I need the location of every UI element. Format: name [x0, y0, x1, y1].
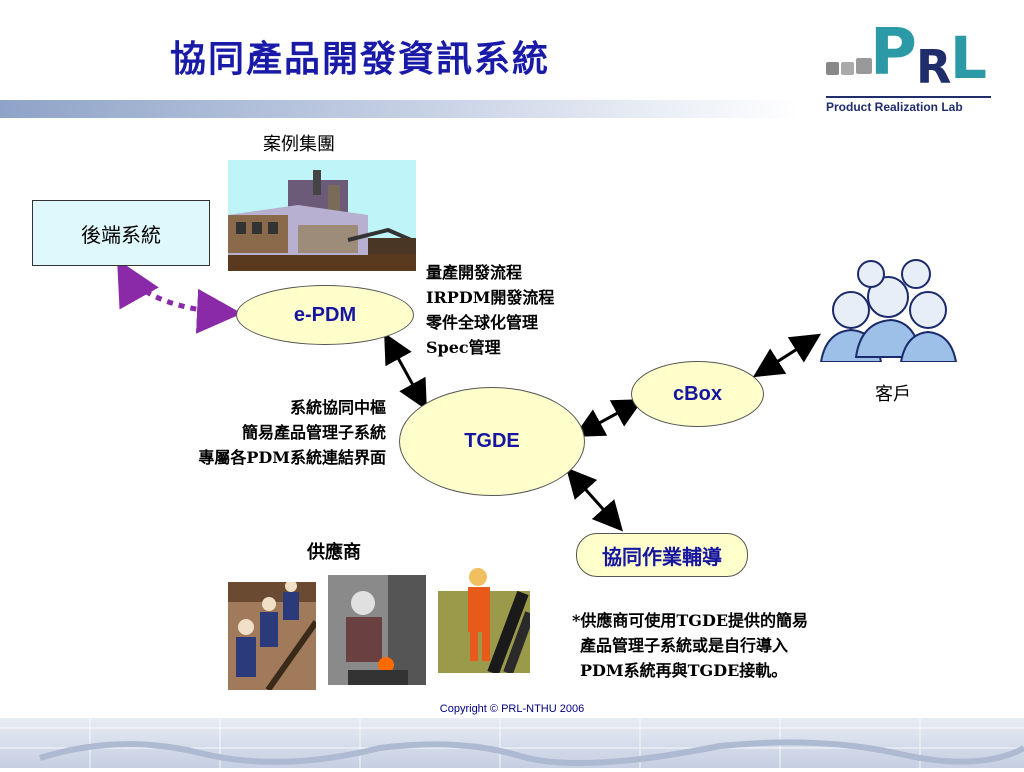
supplier-note-2: 產品管理子系統或是自行導入 — [580, 636, 789, 655]
logo-letter-p: P — [870, 16, 917, 90]
epdm-node: e-PDM — [236, 285, 414, 345]
backend-system-box: 後端系統 — [32, 200, 210, 266]
prl-logo: P R L Product Realization Lab — [826, 16, 996, 122]
logo-square-icon — [826, 62, 839, 75]
title-underline-bar — [0, 100, 800, 118]
supplier-label: 供應商 — [307, 542, 361, 563]
supplier-workers-image — [228, 582, 316, 690]
arrow-cbox-customer — [752, 333, 822, 378]
tgde-note-3: 專屬各PDM系統連結界面 — [198, 448, 386, 467]
customers-image — [816, 252, 966, 362]
logo-subtitle: Product Realization Lab — [826, 100, 963, 114]
tgde-node: TGDE — [399, 387, 585, 496]
cbox-node: cBox — [631, 361, 764, 427]
logo-letter-l: L — [950, 24, 987, 92]
supplier-note-3: PDM系統再與TGDE接軌。 — [580, 661, 788, 680]
epdm-note-1: 量產開發流程 — [426, 263, 523, 282]
customer-label: 客戶 — [875, 384, 911, 405]
supplier-welder-image — [328, 575, 426, 685]
tgde-note-2: 簡易產品管理子系統 — [241, 423, 386, 442]
factory-image — [228, 160, 416, 271]
epdm-note-2: IRPDM開發流程 — [426, 288, 555, 307]
dashed-arrow-epdm-backend — [117, 259, 242, 334]
epdm-note-4: Spec管理 — [426, 338, 501, 357]
supplier-note-1: *供應商可使用TGDE提供的簡易 — [572, 611, 809, 630]
logo-square-icon — [856, 58, 872, 74]
logo-square-icon — [841, 62, 854, 75]
case-group-label: 案例集團 — [263, 134, 335, 155]
arrow-tgde-coop — [566, 467, 623, 532]
copyright-text: Copyright © PRL-NTHU 2006 — [439, 703, 585, 715]
logo-letter-r: R — [916, 40, 952, 94]
page-title: 協同產品開發資訊系統 — [170, 38, 551, 80]
arrow-epdm-tgde — [384, 332, 427, 411]
arrow-tgde-cbox — [573, 399, 644, 437]
tgde-note-1: 系統協同中樞 — [289, 398, 386, 417]
coop-guidance-node: 協同作業輔導 — [576, 533, 748, 577]
supplier-pipe-worker-image — [438, 563, 530, 673]
logo-divider — [826, 96, 991, 98]
footer-map-band — [0, 718, 1024, 768]
epdm-note-3: 零件全球化管理 — [426, 313, 539, 332]
